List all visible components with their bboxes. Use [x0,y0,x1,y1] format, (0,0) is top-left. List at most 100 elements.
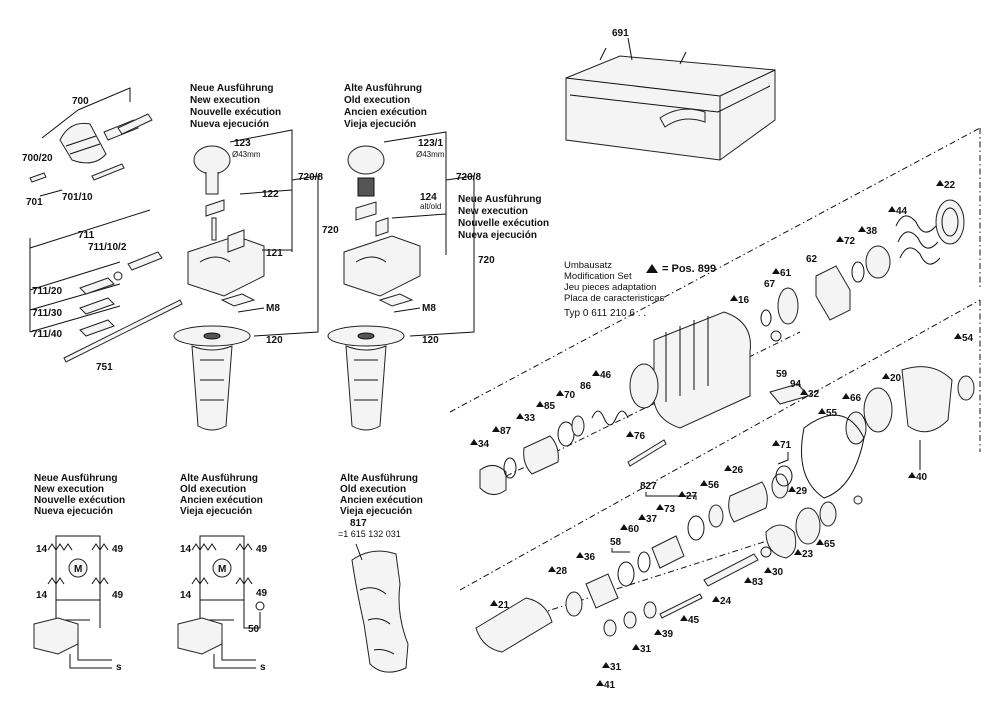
part-73: 73 [664,504,676,515]
part-701-10: 701/10 [62,192,93,203]
block-new-execution-c: Neue Ausführung New execution Nouvelle e… [34,473,125,517]
svg-text:Nueva ejecución: Nueva ejecución [190,119,269,130]
svg-text:New execution: New execution [190,95,260,106]
part-m8a: M8 [266,303,280,314]
part-123-1-diameter: Ø43mm [416,150,445,159]
part-41: 41 [604,680,616,691]
svg-text:Nueva ejecución: Nueva ejecución [458,230,537,241]
part-58: 58 [610,537,622,548]
drill-chuck-assembly [29,87,153,197]
part-20: 20 [890,373,902,384]
part-691: 691 [612,28,629,39]
svg-text:Neue Ausführung: Neue Ausführung [190,83,274,94]
part-45: 45 [688,615,700,626]
gear-housing-assembly [629,199,975,505]
svg-text:Alte Ausführung: Alte Ausführung [340,473,418,484]
block-old-execution-a: Alte Ausführung Old execution Ancien exé… [344,83,427,130]
part-123: 123 [234,138,251,149]
wiring-motor-b: M [218,564,226,575]
part-26: 26 [732,465,744,476]
wiring-49b: 49 [112,590,124,601]
modification-set-note: Umbausatz Modification Set Jeu pieces ad… [564,260,716,319]
part-124: 124 [420,192,437,203]
assembly-axis-upper [449,127,981,413]
wiring-50: 50 [248,624,260,635]
svg-text:Placa de caracteristicas: Placa de caracteristicas [564,293,665,304]
block-old-execution-c: Alte Ausführung Old execution Ancien exé… [180,473,263,517]
part-83: 83 [752,577,764,588]
svg-text:Nouvelle exécution: Nouvelle exécution [458,218,549,229]
part-m8b: M8 [422,303,436,314]
part-94: 94 [790,379,802,390]
part-24: 24 [720,596,732,607]
wiring-diagram-new [33,535,112,669]
part-67: 67 [764,279,776,290]
svg-text:= Pos. 899: = Pos. 899 [662,263,716,275]
svg-text:Nouvelle exécution: Nouvelle exécution [190,107,281,118]
svg-text:Neue Ausführung: Neue Ausführung [458,194,542,205]
svg-text:Vieja ejecución: Vieja ejecución [344,119,416,130]
svg-text:Umbausatz: Umbausatz [564,260,612,271]
part-751: 751 [96,362,113,373]
svg-text:Old execution: Old execution [340,484,406,495]
part-61: 61 [780,268,792,279]
part-720a: 720 [322,225,339,236]
leader-lines [611,452,789,553]
svg-text:Neue Ausführung: Neue Ausführung [34,473,118,484]
part-40: 40 [916,472,928,483]
part-711-10-2: 711/10/2 [88,242,127,253]
part-87: 87 [500,426,512,437]
part-720-8a: 720/8 [298,172,323,183]
wiring-switch-a: s [116,662,122,673]
part-72: 72 [844,236,856,247]
part-123-1: 123/1 [418,138,443,149]
part-59: 59 [776,369,788,380]
part-29: 29 [796,486,808,497]
part-55: 55 [826,408,838,419]
part-720-8b: 720/8 [456,172,481,183]
wiring-14a: 14 [36,544,48,555]
wiring-49c: 49 [256,544,268,555]
svg-text:Alte Ausführung: Alte Ausführung [344,83,422,94]
svg-text:Ancien exécution: Ancien exécution [340,495,423,506]
triangle-marker-icon [646,264,658,273]
block-old-execution-d: Alte Ausführung Old execution Ancien exé… [340,473,423,517]
part-120b: 120 [422,335,439,346]
part-38: 38 [866,226,878,237]
part-711-20: 711/20 [32,286,62,297]
svg-text:Nouvelle exécution: Nouvelle exécution [34,495,125,506]
part-32: 32 [808,389,820,400]
wiring-diagram-old [177,535,265,669]
part-46: 46 [600,370,612,381]
part-44: 44 [896,206,908,217]
part-120a: 120 [266,335,283,346]
part-711: 711 [78,230,95,241]
part-54: 54 [962,333,974,344]
part-701: 701 [26,197,43,208]
part-817: 817 [350,518,367,529]
part-121: 121 [266,248,283,259]
part-817-number: =1 615 132 031 [338,529,401,539]
svg-text:Jeu pieces adaptation: Jeu pieces adaptation [564,282,656,293]
svg-text:New execution: New execution [34,484,104,495]
wiring-14d: 14 [180,590,192,601]
wiring-switch-b: s [260,662,266,673]
block-new-execution-b: Neue Ausführung New execution Nouvelle e… [458,194,549,241]
front-chuck-parts [479,410,667,495]
spindle-assembly [475,465,837,653]
modification-markers [470,180,962,686]
part-39: 39 [662,629,674,640]
part-124-note: alt/old [420,202,441,211]
part-23: 23 [802,549,814,560]
wiring-14c: 14 [180,544,192,555]
part-122: 122 [262,189,279,200]
part-71: 71 [780,440,792,451]
part-711-40: 711/40 [32,329,62,340]
svg-text:Old execution: Old execution [180,484,246,495]
part-30: 30 [772,567,784,578]
part-33: 33 [524,413,536,424]
part-36: 36 [584,552,596,563]
part-22: 22 [944,180,956,191]
svg-text:Ancien exécution: Ancien exécution [344,107,427,118]
part-123-diameter: Ø43mm [232,150,261,159]
